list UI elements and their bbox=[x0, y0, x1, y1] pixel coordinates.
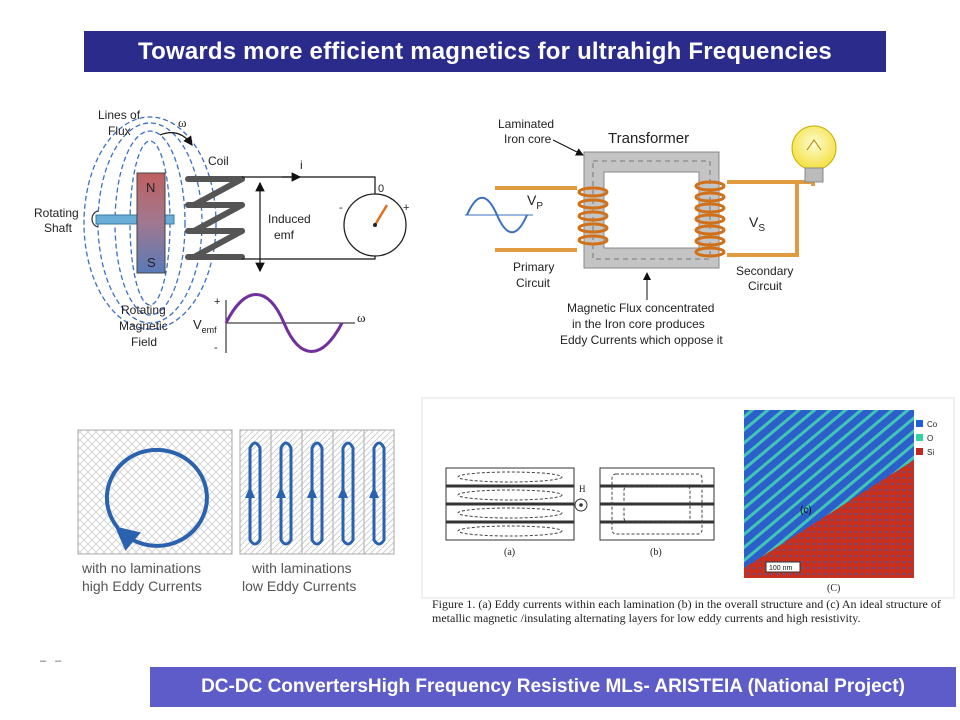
secondary-line2: Circuit bbox=[748, 279, 783, 293]
h-field-symbol: H bbox=[574, 484, 588, 512]
primary-line2: Circuit bbox=[516, 276, 551, 290]
footer-dashes: – – bbox=[40, 655, 65, 667]
footer-banner: DC-DC ConvertersHigh Frequency Resistive… bbox=[150, 667, 956, 707]
no-lam-line1: with no laminations bbox=[81, 560, 201, 576]
h-label: H bbox=[579, 484, 586, 494]
rotating-shaft bbox=[95, 214, 175, 225]
meter-plus: + bbox=[403, 202, 409, 214]
laminated-line1: Laminated bbox=[498, 117, 554, 131]
figure-1: (a) H (b) (c) 100 nm (C) Co O Si bbox=[421, 397, 955, 599]
coil bbox=[185, 176, 245, 260]
legend-co: Co bbox=[927, 420, 938, 429]
rotating-field-line2: Magnetic bbox=[119, 319, 168, 333]
panel-b-label: (b) bbox=[650, 547, 662, 558]
figure-panel-a: (a) bbox=[445, 467, 575, 558]
eddy-circle bbox=[104, 447, 209, 551]
lines-of-flux-line1: Lines of bbox=[98, 108, 141, 122]
plus-label: + bbox=[214, 296, 220, 308]
vemf-label: Vemf bbox=[193, 317, 217, 335]
galvanometer: 0 - + bbox=[339, 183, 409, 257]
induced-emf-line2: emf bbox=[274, 228, 295, 242]
axis-omega-label: ω bbox=[357, 310, 366, 325]
transformer-diagram: Laminated Iron core Transformer VP VS Pr… bbox=[465, 117, 837, 347]
emf-waveform-plot: Vemf + - ω bbox=[193, 293, 366, 354]
panel-c-label: (C) bbox=[827, 583, 840, 594]
secondary-coil bbox=[694, 180, 726, 258]
shaft-rotation-arrow bbox=[91, 210, 99, 228]
light-bulb-icon bbox=[791, 125, 837, 183]
omega-label: ω bbox=[178, 115, 187, 130]
scale-bar-label: 100 nm bbox=[769, 565, 793, 572]
legend-o: O bbox=[927, 434, 933, 443]
primary-coil bbox=[577, 186, 609, 246]
transformer-title: Transformer bbox=[608, 130, 689, 147]
magnet-south-label: S bbox=[147, 255, 156, 270]
flux-note-line1: Magnetic Flux concentrated bbox=[567, 301, 714, 315]
secondary-line1: Secondary bbox=[736, 264, 793, 278]
flux-note-line3: Eddy Currents which oppose it bbox=[560, 333, 723, 347]
legend-si: Si bbox=[927, 448, 934, 457]
rotation-arrow bbox=[159, 132, 193, 146]
panel-a-label: (a) bbox=[504, 547, 515, 558]
slide-title: Towards more efficient magnetics for ult… bbox=[84, 31, 886, 72]
magnet-north-label: N bbox=[146, 180, 155, 195]
meter-minus: - bbox=[339, 202, 343, 214]
laminated-line2: Iron core bbox=[504, 132, 552, 146]
magnet bbox=[136, 172, 166, 274]
rotating-field-line1: Rotating bbox=[121, 303, 166, 317]
rotating-shaft-line1: Rotating bbox=[34, 206, 79, 220]
micrograph-legend: Co O Si bbox=[916, 420, 938, 457]
no-lam-line2: high Eddy Currents bbox=[82, 578, 202, 594]
induced-emf-line1: Induced bbox=[268, 212, 311, 226]
with-lam-line2: low Eddy Currents bbox=[242, 578, 356, 594]
rotating-field-line3: Field bbox=[131, 335, 157, 349]
figure-panel-b: (b) bbox=[599, 467, 715, 558]
vs-label: VS bbox=[749, 214, 765, 234]
flux-note-line2: in the Iron core produces bbox=[572, 317, 705, 331]
primary-line1: Primary bbox=[513, 260, 554, 274]
panel-c-inset-label: (c) bbox=[800, 505, 812, 516]
generator-diagram: N S i Induced emf 0 - + Lines of Flux ω … bbox=[34, 108, 409, 354]
rotating-shaft-line2: Shaft bbox=[44, 221, 73, 235]
with-lam-line1: with laminations bbox=[251, 560, 352, 576]
minus-label: - bbox=[214, 342, 218, 354]
laminated-core-block bbox=[239, 429, 395, 555]
lamination-comparison: with no laminations high Eddy Currents w… bbox=[77, 429, 395, 594]
meter-zero: 0 bbox=[378, 183, 384, 195]
figure-caption: Figure 1. (a) Eddy currents within each … bbox=[432, 597, 941, 625]
current-label: i bbox=[300, 158, 303, 172]
coil-label: Coil bbox=[208, 154, 229, 168]
vp-label: VP bbox=[527, 192, 543, 212]
lines-of-flux-line2: Flux bbox=[108, 124, 131, 138]
figure-panel-c-micrograph: (c) 100 nm (C) bbox=[744, 410, 914, 594]
